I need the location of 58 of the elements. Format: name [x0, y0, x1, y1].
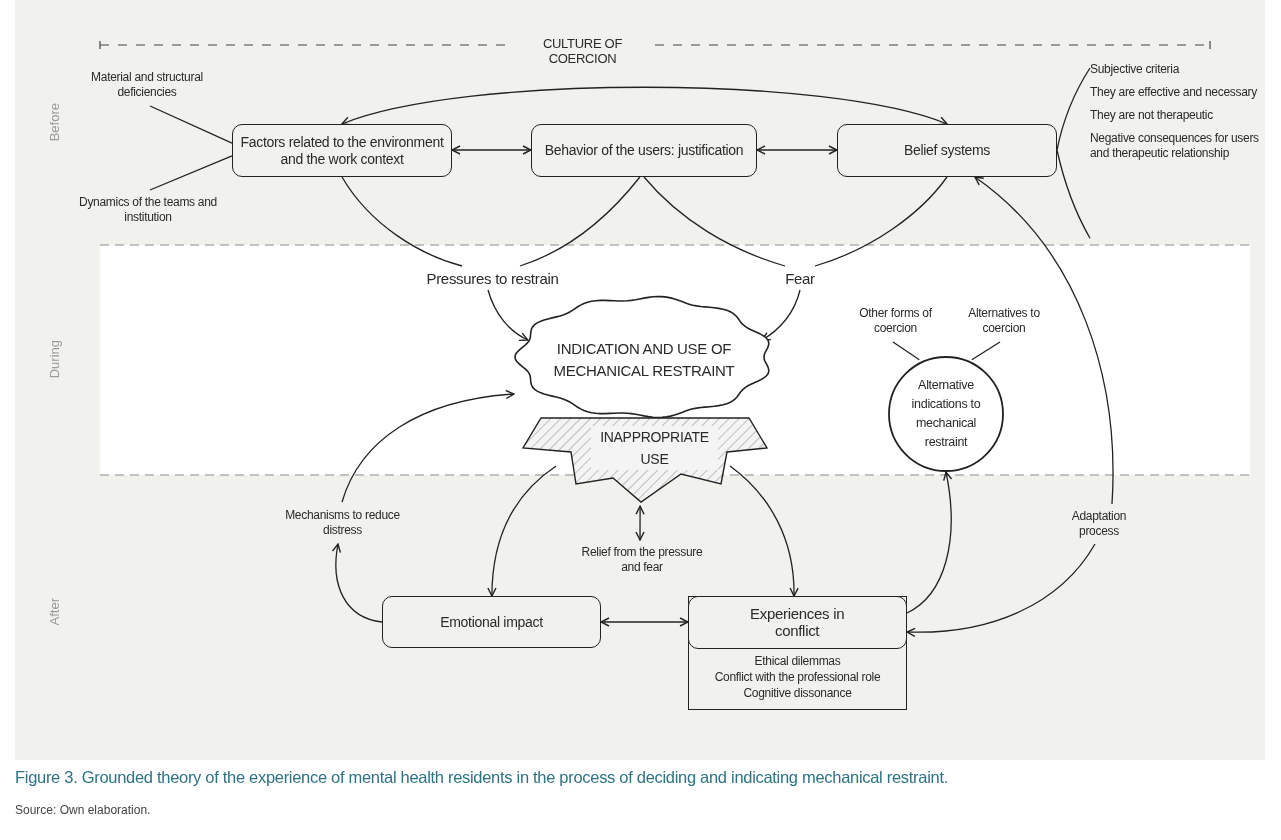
phase-label: During — [47, 340, 62, 379]
connector-line — [643, 176, 786, 267]
figure-caption: Figure 3. Grounded theory of the experience of mental health residents in the process of deciding and indicating mechanical restraint. — [15, 768, 949, 787]
arrow — [600, 617, 689, 627]
bracket-line — [1056, 67, 1091, 239]
arrow — [761, 289, 801, 341]
arrow — [756, 145, 838, 155]
connector-line — [971, 341, 1001, 361]
connector-line — [149, 155, 233, 191]
source-note: Source: Own elaboration. — [15, 803, 151, 817]
process-box: Behavior of the users: justification — [531, 124, 757, 177]
process-box: Emotional impact — [382, 596, 601, 648]
shape-label: Alternative indications to mechanical restraint — [910, 377, 982, 451]
box-heading: Experiences in conflict — [687, 595, 907, 649]
connector-line — [341, 176, 463, 267]
arrow — [341, 86, 948, 126]
annotation-text: Relief from the pressure and fear — [572, 540, 712, 580]
annotation-text: They are effective and necessary — [1090, 85, 1258, 100]
annotation-text: Fear — [778, 266, 822, 290]
phase-band — [15, 0, 1265, 245]
annotation-text: Mechanisms to reduce distress — [280, 502, 405, 544]
shape-label: INDICATION AND USE OF MECHANICAL RESTRAINT — [552, 339, 736, 381]
arrow — [451, 145, 532, 155]
arrow — [332, 543, 383, 623]
annotation-text: They are not therapeutic — [1090, 108, 1214, 123]
connector-line — [149, 105, 233, 144]
section-heading: CULTURE OF COERCION — [541, 36, 624, 66]
annotation-text: Alternatives to coercion — [958, 300, 1050, 342]
arrow — [729, 465, 799, 597]
phase-band — [15, 475, 1265, 760]
phase-label: Before — [47, 102, 62, 141]
connector-line — [892, 341, 920, 361]
arrow — [906, 471, 952, 614]
list-item: Cognitive dissonance — [742, 685, 853, 701]
connector-line — [519, 176, 641, 267]
list-item: Ethical dilemmas — [753, 653, 842, 669]
process-box: Belief systems — [837, 124, 1057, 177]
annotation-text: Other forms of coercion — [848, 300, 943, 342]
annotation-text: Pressures to restrain — [425, 266, 560, 290]
annotation-text: Dynamics of the teams and institution — [58, 190, 238, 230]
connector-line — [814, 176, 948, 267]
process-box: Factors related to the environment and the work context — [232, 124, 452, 177]
circle-shape — [888, 356, 1004, 472]
list-item: Conflict with the professional role — [713, 669, 882, 685]
arrow — [341, 390, 515, 503]
annotation-text: Adaptation process — [1062, 504, 1136, 544]
annotation-text: Material and structural deficiencies — [62, 64, 232, 106]
arrow — [974, 176, 1114, 505]
arrow — [906, 543, 1096, 637]
phase-label: After — [47, 597, 62, 625]
annotation-text: Negative consequences for users and therapeutic relationship — [1090, 131, 1260, 161]
arrow — [635, 505, 645, 541]
arrow — [487, 289, 529, 341]
annotation-text: Subjective criteria — [1090, 62, 1181, 77]
process-box — [688, 596, 907, 710]
arrow — [487, 465, 557, 597]
phase-band — [15, 245, 1265, 475]
shape-label: INAPPROPRIATE USE — [591, 426, 718, 470]
